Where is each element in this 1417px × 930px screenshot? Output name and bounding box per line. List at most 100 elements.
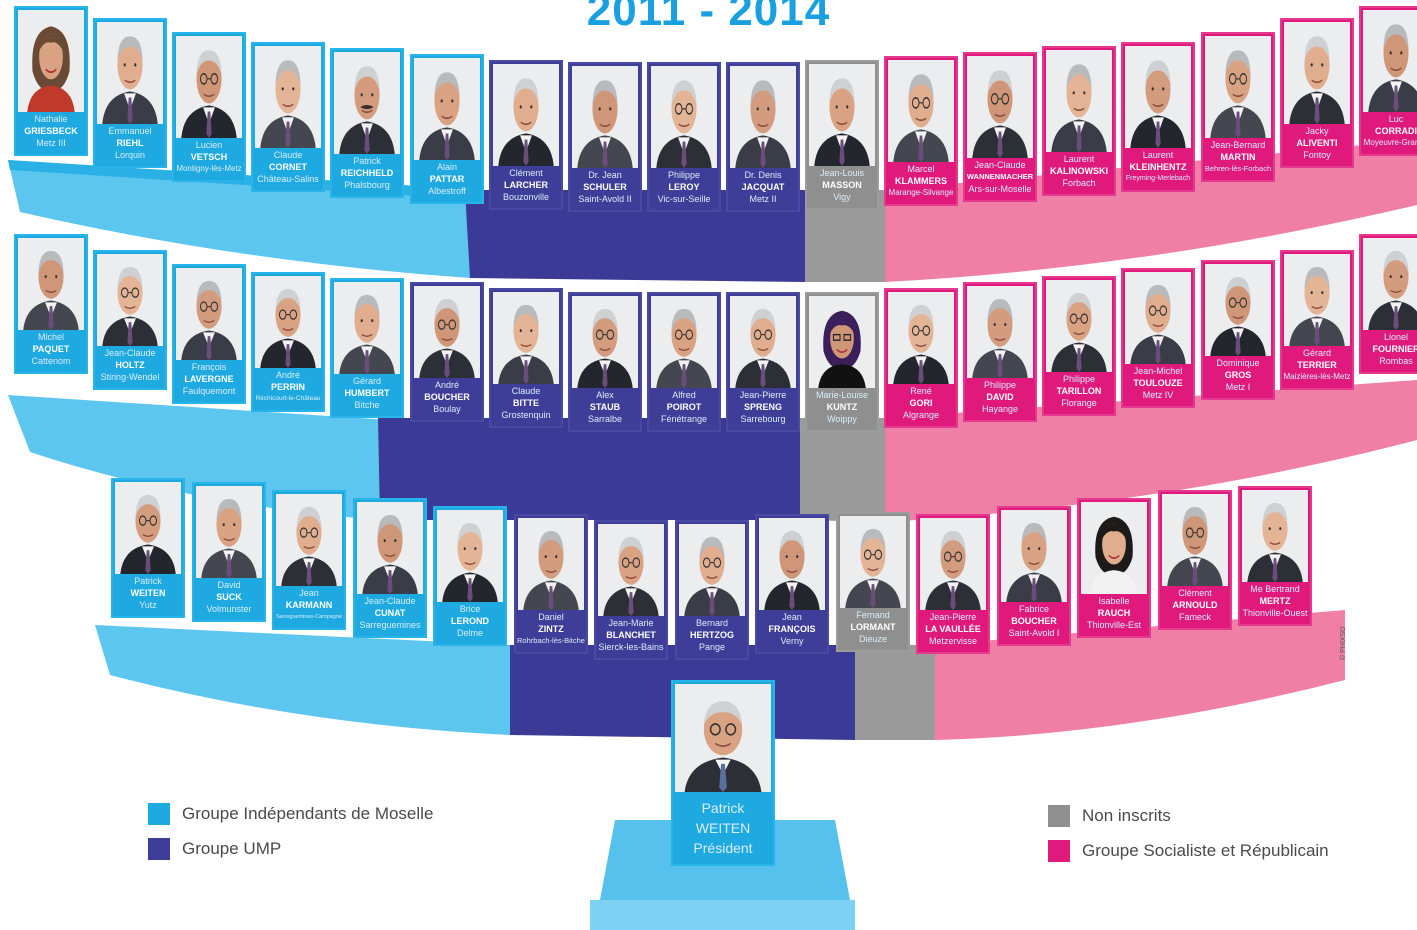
councillor-canton: Metz III — [36, 138, 66, 148]
councillor-canton: Sarrebourg — [740, 414, 786, 424]
councillor-last-name: HOLTZ — [115, 360, 145, 370]
president-first-name: Patrick — [701, 800, 745, 816]
councillor-last-name: VETSCH — [190, 152, 228, 162]
councillor-portrait — [1363, 10, 1417, 112]
councillor-last-name: BLANCHET — [606, 630, 656, 640]
councillor-portrait — [518, 518, 584, 610]
tier-middle-indep — [8, 395, 390, 520]
legend-swatch-ump — [148, 838, 170, 860]
councillor-last-name: BOUCHER — [424, 392, 470, 402]
councillor-canton: Boulay — [433, 404, 461, 414]
councillor-first-name: Luc — [1388, 114, 1404, 124]
councillor-portrait — [759, 518, 825, 610]
councillor-canton: Rohrbach-lès-Bitche — [517, 636, 585, 645]
councillor-canton: Montigny-lès-Metz — [176, 164, 242, 173]
councillor-first-name: Jean-Bernard — [1210, 140, 1266, 150]
councillor-canton: Marange-Silvange — [888, 188, 954, 197]
councillor-last-name: TERRIER — [1297, 360, 1337, 370]
councillor-canton: Woippy — [827, 414, 857, 424]
councillor-last-name: GORI — [909, 398, 933, 408]
tier-top-ni — [805, 190, 885, 282]
councillor-first-name: Jean-Claude — [104, 348, 156, 358]
councillor-first-name: Claude — [273, 150, 303, 160]
councillor-last-name: HUMBERT — [344, 388, 390, 398]
councillor-last-name: FRANÇOIS — [768, 624, 816, 634]
councillor-first-name: Laurent — [1063, 154, 1095, 164]
councillor-canton: Faulquemont — [182, 386, 236, 396]
councillor-first-name: Jean — [782, 612, 802, 622]
councillor-portrait — [1046, 50, 1112, 152]
legend-label-soc: Groupe Socialiste et Républicain — [1082, 841, 1329, 860]
councillor-portrait — [967, 56, 1033, 158]
councillor-first-name: Jacky — [1305, 126, 1329, 136]
councillor-first-name: Clément — [1178, 588, 1212, 598]
councillor-canton: Ars-sur-Moselle — [968, 184, 1032, 194]
councillor-portrait — [176, 268, 242, 360]
councillor-first-name: Jean-Claude — [974, 160, 1026, 170]
councillor-canton: Maizières-lès-Metz — [1283, 372, 1351, 381]
councillor-portrait — [276, 494, 342, 586]
councillor-portrait — [1242, 490, 1308, 582]
legend-swatch-soc — [1048, 840, 1070, 862]
councillor-last-name: LEROY — [668, 182, 700, 192]
councillor-canton: Metz II — [749, 194, 777, 204]
councillor-canton: Thionville-Ouest — [1242, 608, 1308, 618]
councillor-canton: Fameck — [1178, 612, 1211, 622]
councillor-last-name: RIEHL — [116, 138, 144, 148]
councillor-last-name: PATTAR — [429, 174, 465, 184]
councillor-first-name: Dr. Jean — [588, 170, 622, 180]
councillor-first-name: Claude — [511, 386, 541, 396]
councillor-first-name: Marcel — [907, 164, 935, 174]
councillor-portrait — [679, 524, 745, 616]
councillor-first-name: François — [191, 362, 227, 372]
councillor-portrait — [196, 486, 262, 578]
councillor-canton: Rombas — [1379, 356, 1413, 366]
legend-label-indep: Groupe Indépendants de Moselle — [182, 804, 434, 823]
councillor-first-name: Fernand — [856, 610, 890, 620]
councillor-portrait — [1081, 502, 1147, 594]
councillor-portrait — [334, 282, 400, 374]
councillor-portrait — [97, 254, 163, 346]
councillor-first-name: Gérard — [352, 376, 381, 386]
councillor-last-name: JACQUAT — [741, 182, 785, 192]
councillor-portrait — [840, 516, 906, 608]
councillor-first-name: Gérard — [1302, 348, 1331, 358]
councillor-first-name: Alfred — [672, 390, 696, 400]
councillor-first-name: Dr. Denis — [744, 170, 782, 180]
councillor-first-name: Jean-Michel — [1133, 366, 1183, 376]
councillor-last-name: KLAMMERS — [895, 176, 947, 186]
councillor-first-name: Lionel — [1383, 332, 1409, 342]
councillor-portrait — [255, 276, 321, 368]
